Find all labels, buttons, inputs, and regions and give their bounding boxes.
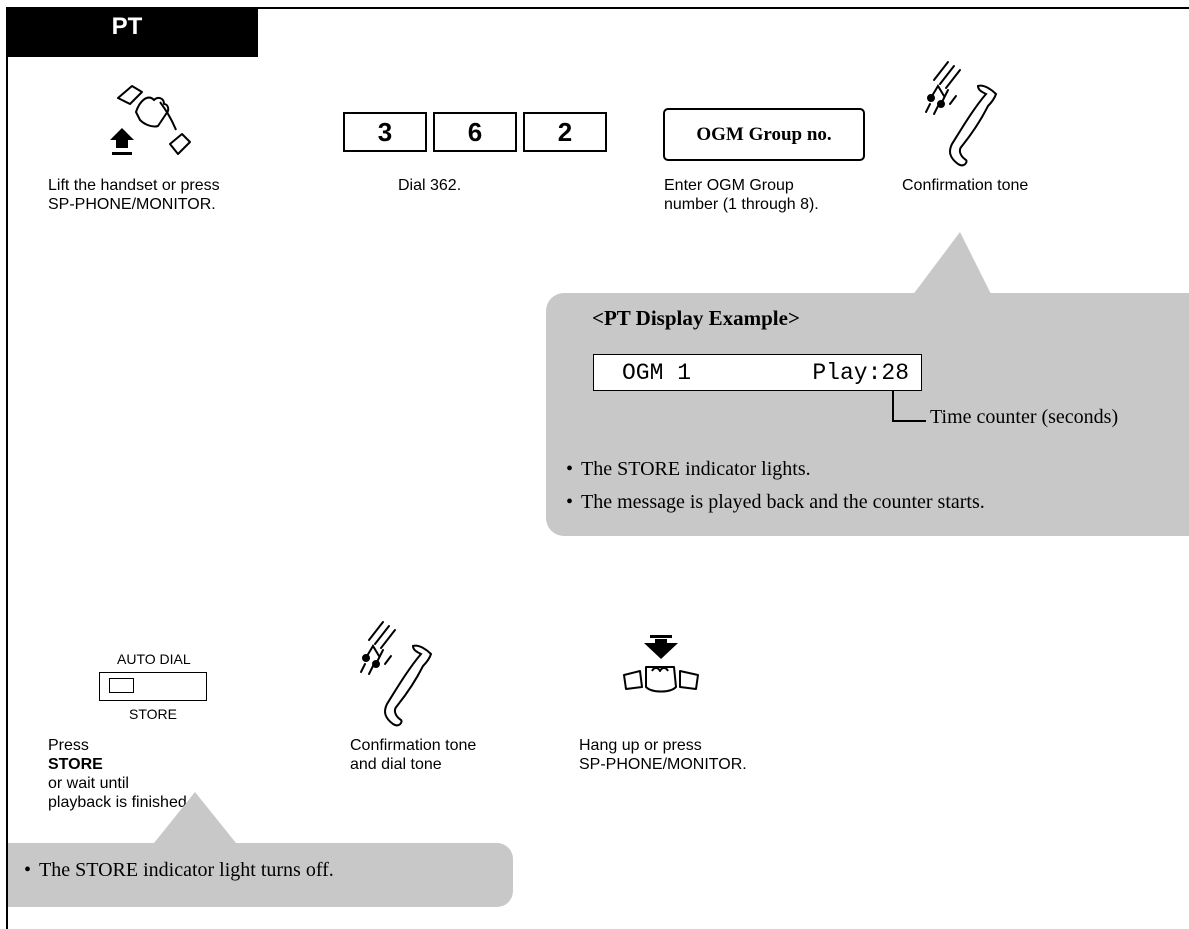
off-hook-icon [110,85,191,155]
store-indicator-light [109,678,134,693]
bottom-panel-pointer [150,792,240,848]
lcd-right-text: Play:28 [812,359,909,386]
lcd-display: OGM 1 Play:28 [593,354,922,391]
confirmation-tone-icon [925,61,998,167]
caption-line: Press STORE or wait until [48,736,191,793]
step-hang-up-caption: Hang up or press SP-PHONE/MONITOR. [579,736,747,774]
step-press-store-caption: Press STORE or wait until playback is fi… [48,736,191,812]
counter-leader-horizontal [892,420,926,422]
counter-leader-vertical [892,391,894,421]
ogm-group-box: OGM Group no. [663,108,865,161]
dial-keys: 3 6 2 [343,112,613,152]
auto-dial-label: AUTO DIAL [117,651,191,667]
bullet-message-played: The message is played back and the count… [566,490,985,514]
caption-line: SP-PHONE/MONITOR. [48,196,216,213]
caption-line: Confirmation tone [902,177,1029,194]
caption-line: Confirmation tone [350,737,477,754]
frame-left-rule [6,7,8,929]
hang-up-icon [623,635,699,693]
frame-top-rule [6,7,1189,9]
caption-line: SP-PHONE/MONITOR. [579,756,747,773]
bullet-store-indicator: The STORE indicator lights. [566,457,811,481]
store-label: STORE [129,706,177,722]
step-lift-handset-caption: Lift the handset or press SP-PHONE/MONIT… [48,176,220,214]
store-key [99,672,207,701]
lcd-left-text: OGM 1 [622,359,692,386]
dial-key-3: 3 [343,112,427,152]
caption-line: Dial 362. [398,177,462,194]
step-confirmation-dial-tone-caption: Confirmation tone and dial tone [350,736,476,774]
caption-text: Press [48,737,89,754]
step-confirmation-tone-caption: Confirmation tone [902,176,1028,195]
display-example-title: <PT Display Example> [592,306,800,330]
pt-tab-label: PT [111,13,143,40]
display-panel-pointer [912,232,992,296]
bullet-store-light-off: The STORE indicator light turns off. [24,858,334,882]
caption-line: playback is finished. [48,794,192,811]
dial-key-6: 6 [433,112,517,152]
confirmation-dial-tone-icon [360,621,433,727]
caption-line: number (1 through 8). [664,196,819,213]
dial-key-2: 2 [523,112,607,152]
caption-line: Lift the handset or press [48,177,220,194]
step-dial-caption: Dial 362. [398,176,461,195]
pt-tab: PT [6,7,258,57]
caption-line: and dial tone [350,756,442,773]
caption-text: or wait until [48,775,129,792]
caption-line: Hang up or press [579,737,702,754]
time-counter-label: Time counter (seconds) [930,406,1119,428]
caption-bold-store: STORE [48,756,103,773]
step-ogm-caption: Enter OGM Group number (1 through 8). [664,176,819,214]
caption-line: Enter OGM Group [664,177,794,194]
